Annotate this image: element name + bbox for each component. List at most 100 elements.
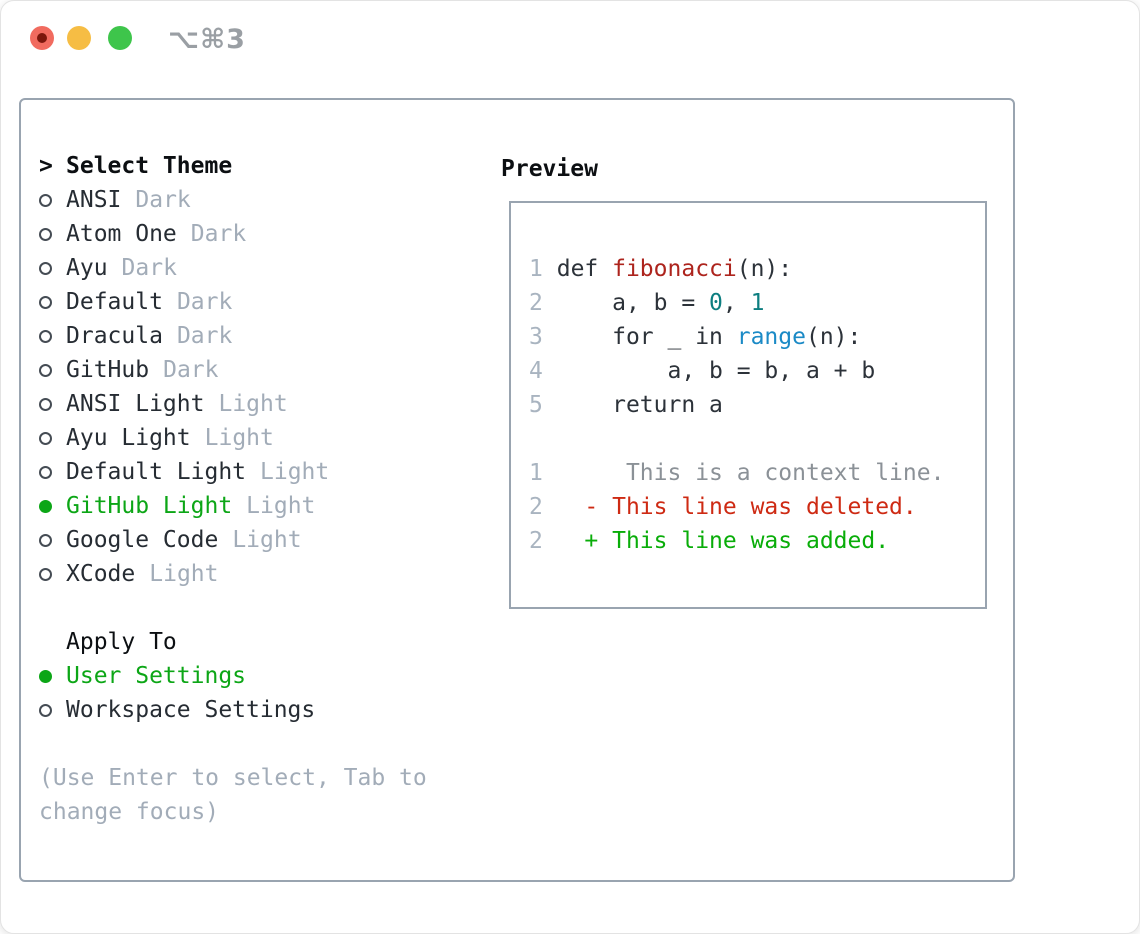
- minimize-button[interactable]: [67, 26, 91, 50]
- radio-icon: [39, 295, 52, 309]
- theme-option-variant: Dark: [190, 221, 247, 247]
- theme-list-title: Select Theme: [66, 153, 233, 179]
- radio-icon: [39, 703, 52, 717]
- code-line: 1 This is a context line.: [529, 456, 985, 490]
- close-dot-icon: [37, 33, 47, 43]
- code-segment: - This line was deleted.: [556, 494, 917, 520]
- radio-icon: [39, 193, 66, 207]
- theme-option[interactable]: Default Dark: [39, 285, 427, 319]
- theme-option-name: XCode: [66, 561, 136, 587]
- radio-icon: [39, 431, 66, 445]
- theme-option-name: Default: [66, 289, 163, 315]
- code-line: 2 + This line was added.: [529, 524, 985, 558]
- radio-icon: [39, 499, 66, 513]
- theme-option[interactable]: XCode Light: [39, 557, 427, 591]
- radio-icon: [39, 397, 66, 411]
- theme-option-variant: Light: [204, 425, 274, 451]
- radio-icon: [39, 193, 52, 207]
- radio-icon: [39, 329, 66, 343]
- code-segment: 1: [750, 290, 765, 316]
- theme-option-variant: Dark: [135, 187, 191, 213]
- apply-to-header: Apply To: [39, 625, 427, 659]
- keyboard-hint: (Use Enter to select, Tab to: [39, 761, 427, 795]
- theme-option-variant: Dark: [176, 289, 233, 315]
- radio-icon: [39, 227, 52, 241]
- radio-icon: [39, 227, 66, 241]
- apply-to-option[interactable]: Workspace Settings: [39, 693, 427, 727]
- keyboard-hint-text: change focus): [39, 799, 220, 825]
- apply-to-title: Apply To: [66, 629, 177, 655]
- line-number: 5: [529, 392, 543, 418]
- code-segment: + This line was added.: [556, 528, 890, 554]
- radio-icon: [39, 363, 52, 377]
- theme-option-name: GitHub: [66, 357, 150, 383]
- radio-selected-icon: [39, 669, 52, 683]
- radio-icon: [39, 329, 52, 343]
- window-title: ⌥⌘3: [168, 24, 246, 55]
- code-line: 4 a, b = b, a + b: [529, 354, 985, 388]
- apply-to-option-name: User Settings: [66, 663, 247, 689]
- code-segment: return a: [556, 392, 723, 418]
- theme-option-variant: Light: [232, 527, 302, 553]
- line-number: 1: [529, 256, 543, 282]
- radio-icon: [39, 261, 52, 275]
- theme-option-name: ANSI: [66, 187, 122, 213]
- radio-icon: [39, 465, 52, 479]
- theme-option[interactable]: Ayu Light Light: [39, 421, 427, 455]
- code-segment: a, b = b, a + b: [556, 358, 876, 384]
- code-line: 2 a, b = 0, 1: [529, 286, 985, 320]
- spacer: [39, 591, 427, 625]
- line-number: 3: [529, 324, 543, 350]
- theme-option[interactable]: Default Light Light: [39, 455, 427, 489]
- code-segment: ,: [722, 290, 751, 316]
- keyboard-hint: change focus): [39, 795, 427, 829]
- theme-option-name: Google Code: [66, 527, 219, 553]
- code-line: 5 return a: [529, 388, 985, 422]
- theme-option-variant: Dark: [121, 255, 177, 281]
- line-number: 2: [529, 290, 543, 316]
- radio-icon: [39, 533, 52, 547]
- theme-option-name: Default Light: [66, 459, 247, 485]
- theme-option-variant: Dark: [163, 357, 219, 383]
- radio-icon: [39, 533, 66, 547]
- radio-icon: [39, 669, 66, 683]
- code-segment: (n):: [805, 324, 862, 350]
- code-blank-line: [529, 422, 985, 456]
- code-segment: 0: [709, 290, 723, 316]
- code-segment: (n):: [736, 256, 793, 282]
- apply-to-option[interactable]: User Settings: [39, 659, 427, 693]
- code-line: 1 def fibonacci(n):: [529, 252, 985, 286]
- theme-option[interactable]: ANSI Dark: [39, 183, 427, 217]
- theme-option-variant: Light: [260, 459, 330, 485]
- code-segment: range: [736, 324, 806, 350]
- radio-icon: [39, 431, 52, 445]
- code-segment: fibonacci: [612, 256, 737, 282]
- radio-icon: [39, 703, 66, 717]
- apply-to-option-name: Workspace Settings: [66, 697, 316, 723]
- theme-option-variant: Dark: [176, 323, 233, 349]
- radio-icon: [39, 465, 66, 479]
- radio-icon: [39, 261, 66, 275]
- theme-option[interactable]: GitHub Dark: [39, 353, 427, 387]
- preview-title: Preview: [501, 156, 598, 182]
- theme-option[interactable]: Google Code Light: [39, 523, 427, 557]
- close-button[interactable]: [30, 26, 54, 50]
- radio-icon: [39, 397, 52, 411]
- keyboard-hint-text: (Use Enter to select, Tab to: [39, 765, 427, 791]
- radio-icon: [39, 363, 66, 377]
- theme-option-variant: Light: [149, 561, 219, 587]
- code-line: 3 for _ in range(n):: [529, 320, 985, 354]
- theme-option-name: Ayu Light: [66, 425, 191, 451]
- theme-list-header: > Select Theme: [39, 149, 427, 183]
- maximize-button[interactable]: [108, 26, 132, 50]
- line-number: 2: [529, 494, 543, 520]
- prompt-icon: >: [39, 153, 53, 179]
